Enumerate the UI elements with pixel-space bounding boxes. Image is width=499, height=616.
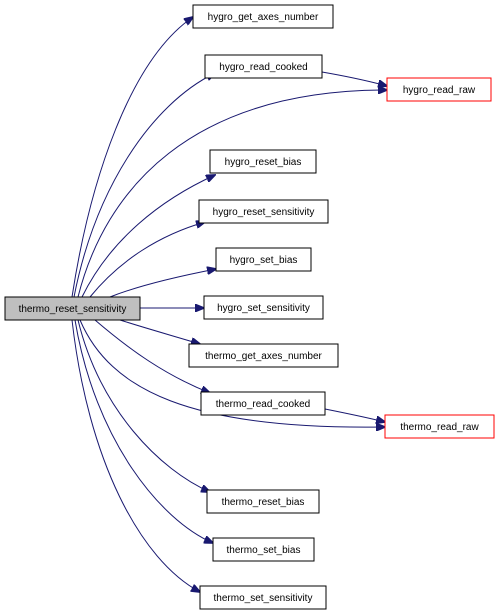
- edge-thermo-read-cooked-thermo-read-raw: [324, 408, 385, 422]
- node-box: [386, 77, 492, 102]
- node-box: [198, 199, 329, 224]
- node-root[interactable]: thermo_reset_sensitivity: [4, 296, 141, 321]
- node-label: hygro_reset_bias: [225, 157, 302, 168]
- edge-root-thermo-set-sensitivity: [71, 319, 200, 592]
- node-hygro-read-cooked[interactable]: hygro_read_cooked: [204, 54, 323, 79]
- edge-root-hygro-read-raw: [77, 90, 387, 298]
- node-hygro-reset-bias[interactable]: hygro_reset_bias: [209, 149, 317, 174]
- node-box: [206, 489, 320, 514]
- node-label: hygro_reset_sensitivity: [213, 207, 315, 218]
- edge-root-hygro-reset-bias: [81, 175, 215, 298]
- node-thermo-set-sensitivity[interactable]: thermo_set_sensitivity: [199, 585, 327, 610]
- node-label: thermo_set_bias: [227, 545, 301, 556]
- edge-root-thermo-reset-bias: [77, 319, 210, 492]
- node-label: hygro_get_axes_number: [208, 12, 319, 23]
- node-box: [209, 149, 317, 174]
- node-hygro-read-raw[interactable]: hygro_read_raw: [386, 77, 492, 102]
- node-label: thermo_read_raw: [400, 422, 479, 433]
- node-thermo-read-cooked[interactable]: thermo_read_cooked: [200, 391, 326, 416]
- node-hygro-set-bias[interactable]: hygro_set_bias: [215, 247, 312, 272]
- node-box: [215, 247, 312, 272]
- node-box: [192, 4, 334, 29]
- node-box: [188, 343, 339, 368]
- edge-root-hygro-get-axes-number: [71, 17, 193, 298]
- node-label: hygro_read_raw: [403, 85, 476, 96]
- node-box: [204, 54, 323, 79]
- edge-root-thermo-set-bias: [74, 319, 213, 543]
- edge-root-hygro-reset-sensitivity: [89, 222, 205, 298]
- node-thermo-get-axes-number[interactable]: thermo_get_axes_number: [188, 343, 339, 368]
- node-label: thermo_read_cooked: [216, 399, 311, 410]
- node-hygro-get-axes-number[interactable]: hygro_get_axes_number: [192, 4, 334, 29]
- node-thermo-read-raw[interactable]: thermo_read_raw: [384, 414, 495, 439]
- edge-root-thermo-read-cooked: [94, 319, 210, 393]
- node-label: hygro_read_cooked: [219, 62, 307, 73]
- node-label: hygro_set_bias: [230, 255, 298, 266]
- node-label: thermo_reset_bias: [222, 497, 305, 508]
- node-box: [203, 295, 324, 320]
- node-box: [384, 414, 495, 439]
- node-hygro-reset-sensitivity[interactable]: hygro_reset_sensitivity: [198, 199, 329, 224]
- node-label: thermo_set_sensitivity: [214, 593, 313, 604]
- node-box: [200, 391, 326, 416]
- node-thermo-set-bias[interactable]: thermo_set_bias: [212, 537, 315, 562]
- node-box: [212, 537, 315, 562]
- root-label: thermo_reset_sensitivity: [19, 304, 127, 315]
- node-box: [199, 585, 327, 610]
- node-hygro-set-sensitivity[interactable]: hygro_set_sensitivity: [203, 295, 324, 320]
- node-label: hygro_set_sensitivity: [217, 303, 310, 314]
- edge-root-hygro-read-cooked: [73, 73, 215, 298]
- edge-hygro-read-cooked-hygro-read-raw: [321, 71, 387, 86]
- root-box: [4, 296, 141, 321]
- node-label: thermo_get_axes_number: [205, 351, 322, 362]
- edges: [71, 17, 387, 592]
- edge-root-thermo-read-raw: [79, 319, 385, 427]
- node-thermo-reset-bias[interactable]: thermo_reset_bias: [206, 489, 320, 514]
- edge-root-thermo-get-axes-number: [119, 319, 200, 344]
- edge-root-hygro-set-bias: [109, 269, 216, 298]
